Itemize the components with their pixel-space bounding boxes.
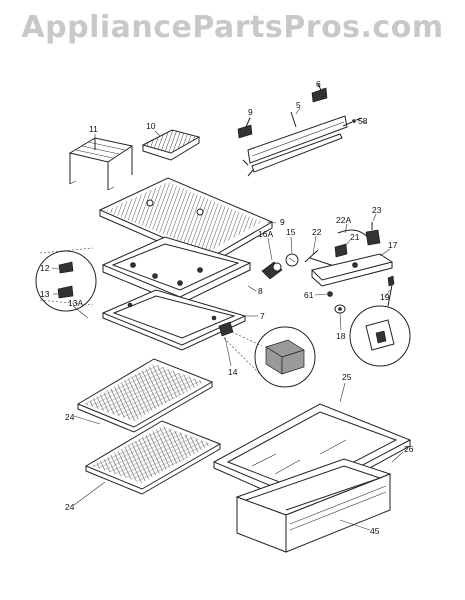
part-14-damper xyxy=(218,321,316,388)
callout-58: 58 xyxy=(358,116,368,126)
part-45-crisper-pan xyxy=(235,458,392,553)
callout-25: 25 xyxy=(342,372,352,382)
callout-45: 45 xyxy=(370,526,380,536)
callout-26: 26 xyxy=(404,444,414,454)
part-24-wire-shelf-lower xyxy=(84,420,222,495)
part-61-screw xyxy=(327,291,333,297)
part-7-lower-frame xyxy=(101,289,247,351)
callout-9-top: 9 xyxy=(248,107,253,117)
callout-7: 7 xyxy=(260,311,265,321)
callout-23: 23 xyxy=(372,205,382,215)
callout-24-upper: 24 xyxy=(65,412,75,422)
part-18-knob xyxy=(334,304,346,314)
callout-21: 21 xyxy=(350,232,360,242)
callout-6: 6 xyxy=(316,79,321,89)
part-8-frame xyxy=(101,236,252,305)
watermark-text: AppliancePartsPros.com xyxy=(21,10,444,45)
part-10-grille xyxy=(141,129,201,161)
callout-5: 5 xyxy=(296,100,301,110)
callout-16a: 16A xyxy=(258,229,273,239)
part-11-wire-rack xyxy=(68,137,134,191)
part-15-bulb xyxy=(285,253,299,267)
callout-22: 22 xyxy=(312,227,322,237)
callout-17: 17 xyxy=(388,240,398,250)
callout-9-cover: 9 xyxy=(280,217,285,227)
callout-10: 10 xyxy=(146,121,156,131)
callout-11: 11 xyxy=(89,124,98,134)
callout-14: 14 xyxy=(228,367,238,377)
part-17-control-housing xyxy=(311,253,394,287)
callout-12: 12 xyxy=(40,263,50,273)
callout-13a: 13A xyxy=(68,298,83,308)
leader-lines xyxy=(51,87,404,531)
callout-13: 13 xyxy=(40,289,50,299)
part-23-switch xyxy=(365,222,381,246)
part-6-clip xyxy=(311,83,328,103)
part-58-screw xyxy=(342,117,363,127)
callout-15: 15 xyxy=(286,227,296,237)
callout-labels: 11 10 6 9 5 58 9 22A 23 16A 15 22 21 17 … xyxy=(40,79,414,536)
callout-24-lower: 24 xyxy=(65,502,75,512)
detail-12-13 xyxy=(35,247,97,312)
part-5-rail xyxy=(242,111,348,177)
callout-22a: 22A xyxy=(336,215,351,225)
part-19-switch-detail xyxy=(349,275,411,367)
part-24-wire-shelf-upper xyxy=(76,358,214,433)
part-9-bracket xyxy=(237,117,253,139)
part-16a-socket xyxy=(261,261,283,280)
callout-8: 8 xyxy=(258,286,263,296)
callout-61: 61 xyxy=(304,290,314,300)
callout-19: 19 xyxy=(380,292,390,302)
callout-18: 18 xyxy=(336,331,346,341)
